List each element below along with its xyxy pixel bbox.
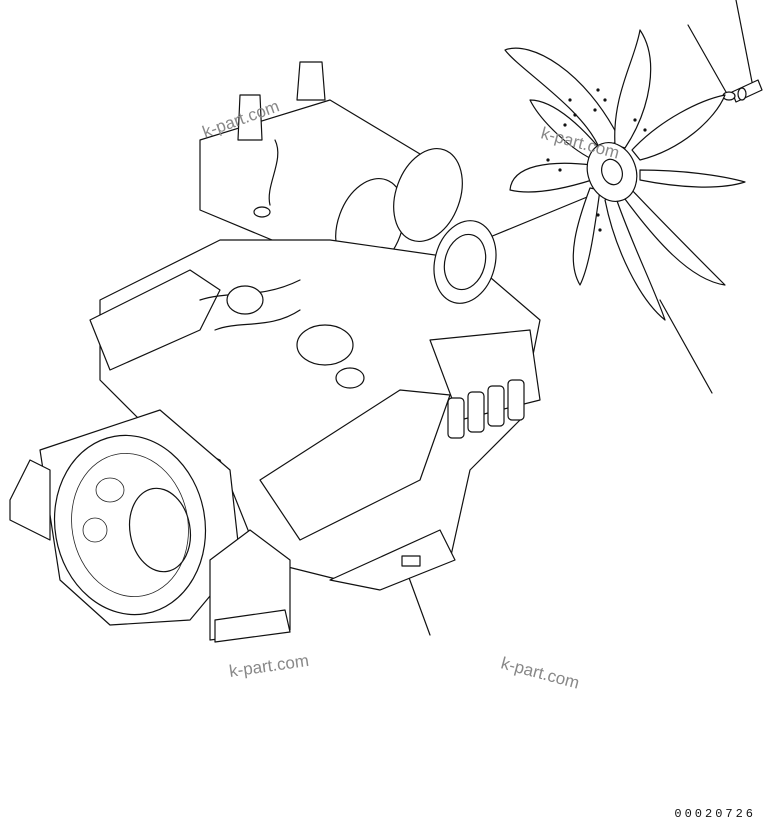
fan-bolt — [731, 79, 763, 103]
leader-lines — [407, 0, 753, 636]
oil-filters — [447, 379, 525, 439]
drawing-code: 00020726 — [674, 807, 756, 821]
cooling-fan — [504, 29, 746, 321]
engine-block — [89, 220, 541, 591]
flywheel-housing — [9, 409, 291, 643]
watermark-bottom-right: k-part.com — [499, 654, 581, 693]
watermark-bottom-left: k-part.com — [228, 651, 310, 681]
